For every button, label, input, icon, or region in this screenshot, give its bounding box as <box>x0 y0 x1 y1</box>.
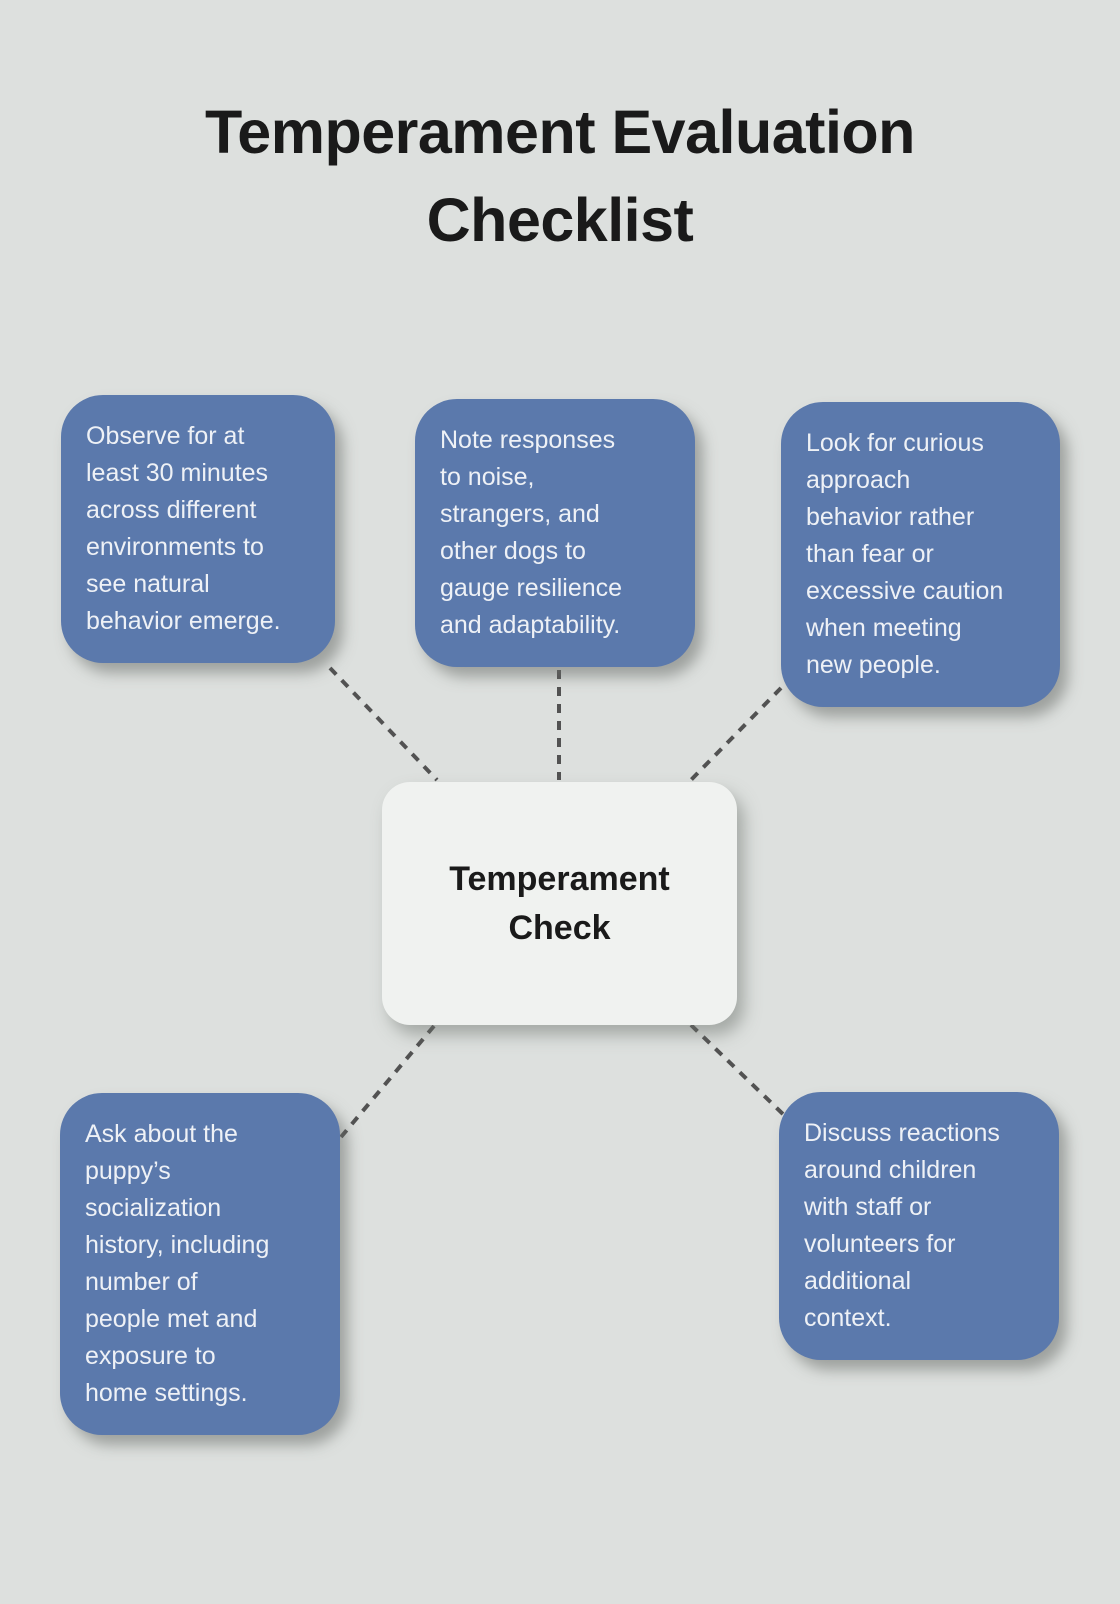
node-socialization-history-text: Ask about the puppy’s socialization hist… <box>85 1120 270 1407</box>
node-children-reactions-text: Discuss reactions around children with s… <box>804 1119 1000 1332</box>
node-observe: Observe for at least 30 minutes across d… <box>61 395 335 663</box>
connector-bottom-left <box>339 1024 436 1139</box>
page-title-text: Temperament Evaluation Checklist <box>205 98 915 254</box>
connector-top-left <box>328 666 439 782</box>
connector-top-right <box>686 686 783 785</box>
center-node: Temperament Check <box>382 782 737 1025</box>
node-observe-text: Observe for at least 30 minutes across d… <box>86 422 281 635</box>
node-children-reactions: Discuss reactions around children with s… <box>779 1092 1059 1360</box>
connector-bottom-right <box>689 1023 789 1120</box>
center-node-label: Temperament Check <box>449 859 670 947</box>
node-noise-responses: Note responses to noise, strangers, and … <box>415 399 695 667</box>
node-noise-responses-text: Note responses to noise, strangers, and … <box>440 426 623 639</box>
node-curious-approach-text: Look for curious approach behavior rathe… <box>806 429 1004 679</box>
page-title: Temperament Evaluation Checklist <box>0 88 1120 264</box>
node-socialization-history: Ask about the puppy’s socialization hist… <box>60 1093 340 1435</box>
node-curious-approach: Look for curious approach behavior rathe… <box>781 402 1060 707</box>
